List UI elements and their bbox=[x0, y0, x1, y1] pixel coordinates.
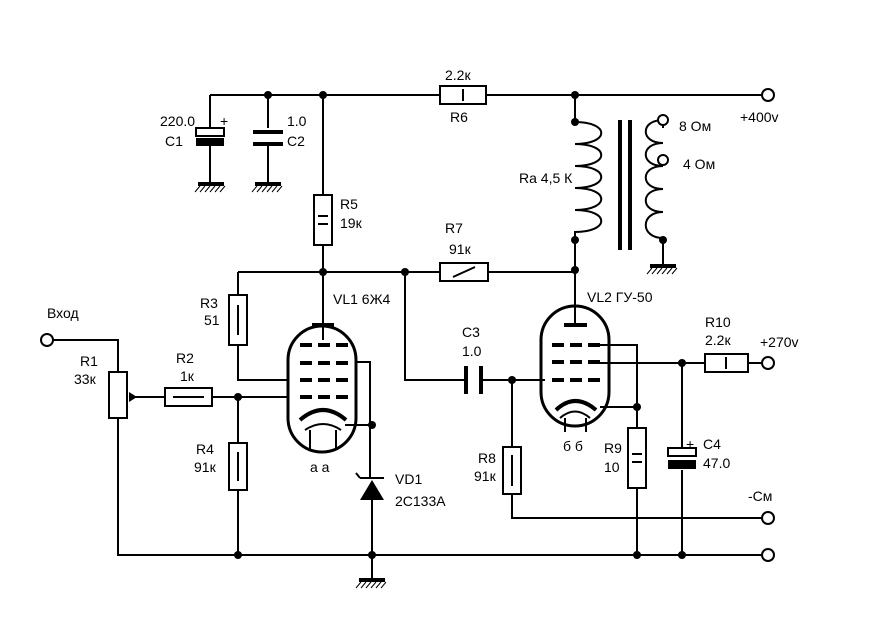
r3-name-label: R3 bbox=[200, 295, 218, 311]
r5-value-label: 19к bbox=[340, 215, 363, 231]
junction-dot bbox=[678, 551, 686, 559]
c3-name-label: C3 bbox=[462, 324, 480, 340]
c2-value-label: 1.0 bbox=[287, 113, 307, 129]
terminal-400v bbox=[761, 88, 775, 102]
terminal-4ohm bbox=[657, 154, 669, 166]
junction-dot bbox=[368, 421, 376, 429]
ground-c2 bbox=[251, 182, 283, 193]
terminal-8ohm bbox=[657, 114, 669, 126]
junction-dot bbox=[401, 268, 409, 276]
r10-value-label: 2.2к bbox=[705, 332, 731, 348]
terminals bbox=[40, 88, 775, 562]
terminal-ground bbox=[761, 548, 775, 562]
vl1-heater-label: а а bbox=[310, 459, 330, 475]
capacitor-c4 bbox=[667, 447, 697, 469]
c1-name-label: C1 bbox=[165, 133, 183, 149]
vd1-value-label: 2С133А bbox=[395, 493, 446, 509]
junction-dot bbox=[368, 551, 376, 559]
bias-label: -См bbox=[748, 488, 772, 504]
r9-name-label: R9 bbox=[604, 440, 622, 456]
c4-name-label: C4 bbox=[703, 436, 721, 452]
r10-name-label: R10 bbox=[705, 314, 731, 330]
ohm4-label: 4 Ом bbox=[683, 156, 715, 172]
c1-value-label: 220.0 bbox=[160, 113, 195, 129]
vl2-grids bbox=[552, 343, 600, 382]
resistor-r9 bbox=[627, 427, 647, 489]
c4-value-label: 47.0 bbox=[703, 455, 730, 471]
vl2-label: VL2 ГУ-50 bbox=[587, 289, 653, 305]
junction-dot bbox=[319, 91, 327, 99]
ground-vd1 bbox=[355, 578, 387, 589]
c4-polarity-label: + bbox=[686, 436, 694, 452]
resistor-r4 bbox=[228, 442, 248, 491]
resistor-r8 bbox=[502, 446, 522, 495]
tube-vl2 bbox=[539, 304, 611, 432]
r4-value-label: 91к bbox=[194, 459, 217, 475]
terminal-input bbox=[40, 333, 54, 347]
r7-name-label: R7 bbox=[445, 220, 463, 236]
vl1-grids bbox=[300, 343, 348, 399]
r9-value-label: 10 bbox=[604, 459, 620, 475]
terminal-270v bbox=[761, 356, 775, 370]
tube-vl1 bbox=[286, 323, 358, 454]
r1-name-label: R1 bbox=[80, 353, 98, 369]
junction-dot bbox=[508, 376, 516, 384]
r1-value-label: 33к bbox=[74, 371, 97, 387]
output-transformer bbox=[574, 114, 669, 250]
junction-dot bbox=[571, 91, 579, 99]
capacitor-c2 bbox=[253, 130, 283, 182]
junction-dot bbox=[678, 359, 686, 367]
terminal-bias bbox=[761, 511, 775, 525]
ohm8-label: 8 Ом bbox=[679, 118, 711, 134]
resistor-r3 bbox=[228, 294, 248, 346]
resistor-r2 bbox=[164, 387, 213, 407]
vl1-label: VL1 6Ж4 bbox=[333, 291, 391, 307]
r8-name-label: R8 bbox=[478, 450, 496, 466]
junction-dot bbox=[633, 551, 641, 559]
r2-name-label: R2 bbox=[176, 350, 194, 366]
voltage-270v-label: +270v bbox=[760, 334, 799, 350]
zener-vd1 bbox=[355, 472, 384, 500]
resistor-r1 bbox=[108, 371, 137, 419]
vd1-name-label: VD1 bbox=[395, 471, 422, 487]
junction-dot bbox=[319, 268, 327, 276]
resistor-r7 bbox=[439, 262, 489, 282]
capacitor-c1 bbox=[195, 127, 225, 182]
r6-value-label: 2.2к bbox=[445, 67, 471, 83]
junction-dot bbox=[571, 266, 579, 274]
r8-value-label: 91к bbox=[474, 468, 497, 484]
resistor-r10 bbox=[704, 353, 749, 373]
junction-dots bbox=[234, 91, 686, 559]
c3-value-label: 1.0 bbox=[462, 343, 482, 359]
input-label: Вход bbox=[47, 305, 79, 321]
r7-value-label: 91к bbox=[449, 241, 472, 257]
r6-name-label: R6 bbox=[450, 109, 468, 125]
c1-polarity-label: + bbox=[220, 113, 228, 129]
vl2-heater-label: б б bbox=[563, 438, 583, 454]
capacitor-c3 bbox=[464, 366, 483, 394]
ra-label: Ra 4,5 К bbox=[519, 170, 573, 186]
junction-dot bbox=[234, 393, 242, 401]
labels: 220.0 C1 + 1.0 C2 2.2к R6 +400v 8 Ом 4 О… bbox=[47, 67, 799, 509]
resistor-r6 bbox=[439, 85, 487, 105]
wires bbox=[47, 94, 768, 580]
c2-name-label: C2 bbox=[287, 133, 305, 149]
junction-dot bbox=[234, 551, 242, 559]
junction-dot bbox=[264, 91, 272, 99]
r5-name-label: R5 bbox=[340, 196, 358, 212]
r3-value-label: 51 bbox=[204, 312, 220, 328]
ground-transformer bbox=[646, 264, 678, 275]
r2-value-label: 1к bbox=[180, 368, 195, 384]
ground-c1 bbox=[194, 182, 226, 193]
resistor-r5 bbox=[313, 194, 333, 246]
junction-dot bbox=[633, 403, 641, 411]
r4-name-label: R4 bbox=[196, 441, 214, 457]
voltage-400v-label: +400v bbox=[740, 109, 779, 125]
